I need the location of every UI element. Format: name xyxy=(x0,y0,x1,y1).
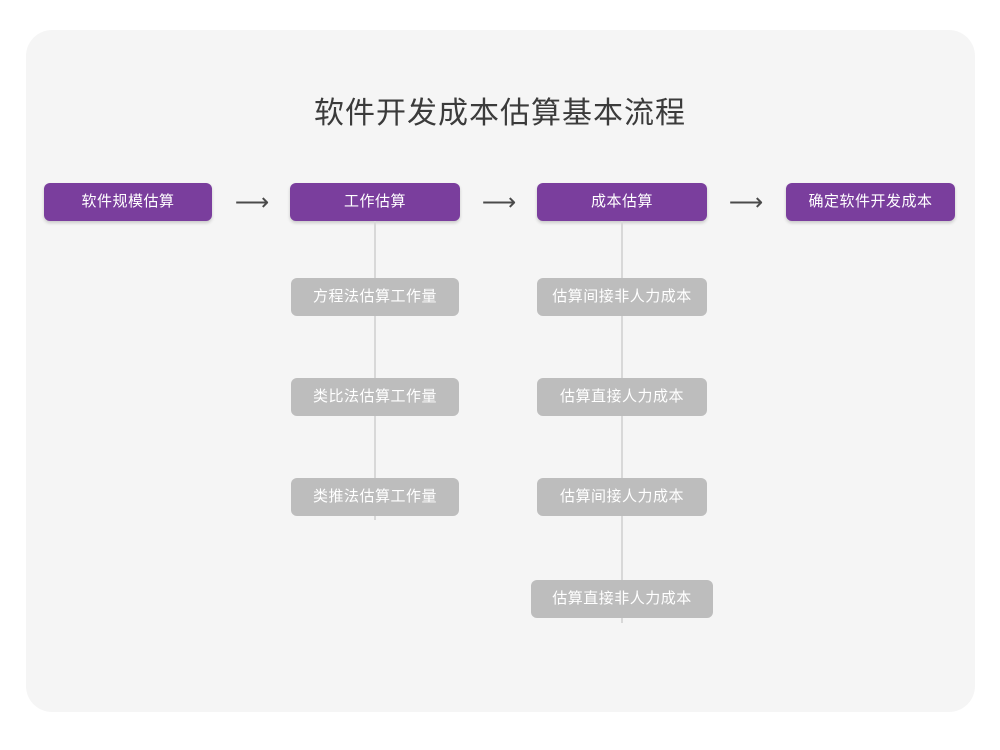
connector-line-column-1 xyxy=(374,221,376,520)
substep-box[interactable]: 方程法估算工作量 xyxy=(291,278,459,316)
stage-box-2[interactable]: 工作估算 xyxy=(290,183,460,221)
substep-box[interactable]: 类比法估算工作量 xyxy=(291,378,459,416)
arrow-right-icon: ⟶ xyxy=(481,188,517,216)
arrow-right-icon: ⟶ xyxy=(728,188,764,216)
connector-line-column-2 xyxy=(621,221,623,623)
arrow-right-icon: ⟶ xyxy=(234,188,270,216)
stage-box-4[interactable]: 确定软件开发成本 xyxy=(786,183,955,221)
diagram-card xyxy=(26,30,975,712)
stage-box-3[interactable]: 成本估算 xyxy=(537,183,707,221)
substep-box[interactable]: 估算间接人力成本 xyxy=(537,478,707,516)
stage-box-1[interactable]: 软件规模估算 xyxy=(44,183,212,221)
substep-box[interactable]: 估算直接非人力成本 xyxy=(531,580,713,618)
page-title: 软件开发成本估算基本流程 xyxy=(314,97,686,130)
substep-box[interactable]: 估算间接非人力成本 xyxy=(537,278,707,316)
substep-box[interactable]: 类推法估算工作量 xyxy=(291,478,459,516)
substep-box[interactable]: 估算直接人力成本 xyxy=(537,378,707,416)
